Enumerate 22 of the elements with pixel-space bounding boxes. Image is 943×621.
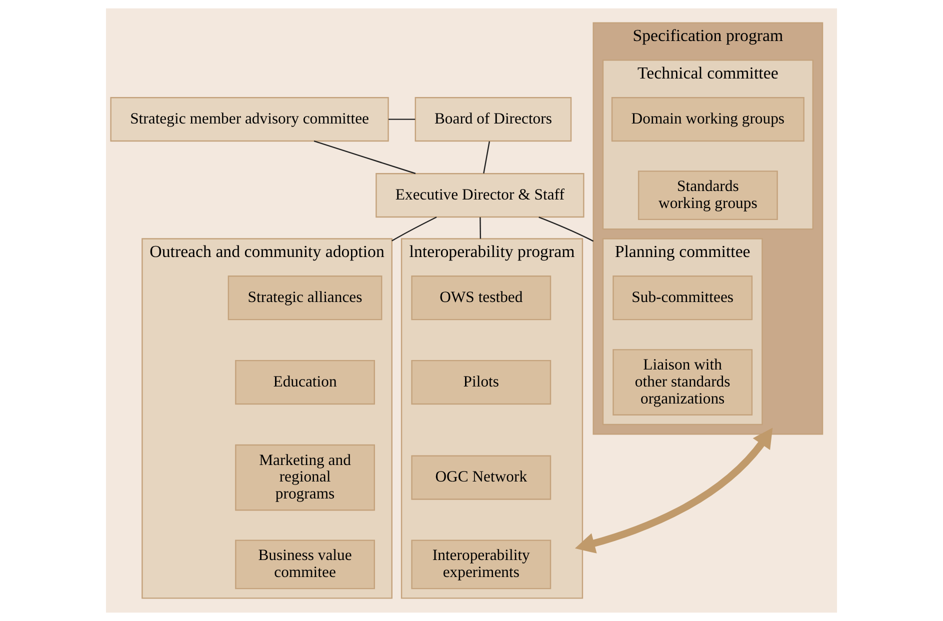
node-box: Liaison with other standards organizations <box>612 349 753 416</box>
connector <box>392 216 437 242</box>
node-box: Interoperability experiments <box>411 540 552 590</box>
node-box: Strategic alliances <box>228 276 382 320</box>
node-box: Executive Director & Staff <box>376 172 584 218</box>
node-box: OWS testbed <box>411 276 552 320</box>
connector <box>480 217 482 239</box>
node-box: Sub-committees <box>612 276 753 320</box>
node-box: Business value commitee <box>235 540 375 590</box>
node-box: OGC Network <box>411 455 552 500</box>
connector <box>483 141 490 174</box>
node-box: Strategic member advisory committee <box>110 97 389 142</box>
node-box: Board of Directors <box>414 97 572 142</box>
connector <box>314 140 416 174</box>
node-box: Standards working groups <box>638 170 778 220</box>
node-box: Marketing and regional programs <box>235 444 375 511</box>
arrow <box>574 428 773 554</box>
connector <box>538 216 594 242</box>
connector <box>388 118 416 120</box>
node-box: Education <box>235 360 375 405</box>
node-box: Pilots <box>411 360 552 405</box>
node-box: Domain working groups <box>611 97 804 142</box>
